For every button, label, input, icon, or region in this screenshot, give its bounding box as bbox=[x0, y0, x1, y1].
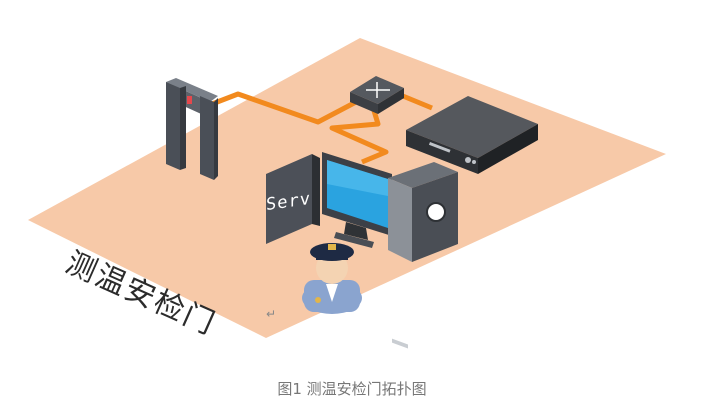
computer-tower-icon bbox=[388, 162, 458, 349]
recorder-icon bbox=[406, 96, 538, 174]
network-switch-icon bbox=[350, 76, 404, 114]
cable-switch-to-pc bbox=[329, 103, 389, 165]
cable-gate-to-switch bbox=[211, 91, 358, 125]
security-guard-icon bbox=[302, 243, 362, 314]
figure-caption: 图1 测温安检门拓扑图 bbox=[277, 380, 427, 398]
temperature-security-gate-icon bbox=[166, 78, 218, 180]
monitor-icon bbox=[322, 152, 392, 248]
return-mark: ↵ bbox=[266, 307, 276, 321]
server-icon bbox=[266, 154, 320, 244]
